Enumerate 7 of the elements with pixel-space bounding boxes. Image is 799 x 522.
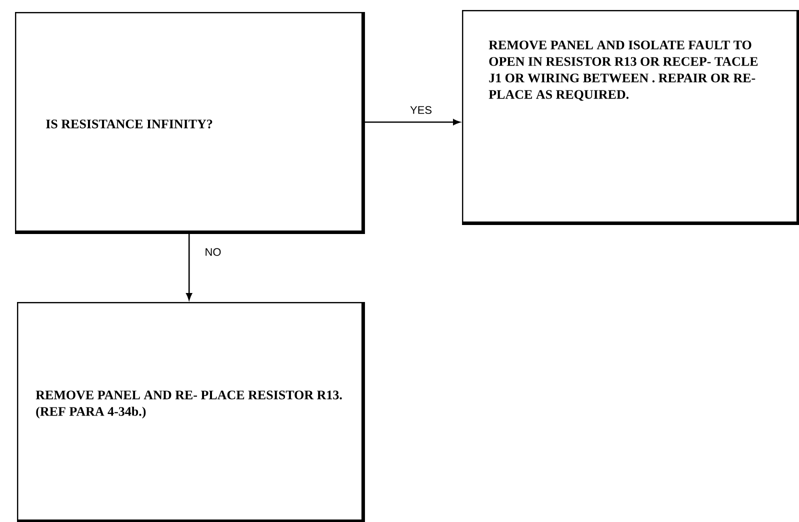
edge-label: NO	[204, 247, 222, 257]
process-box: REMOVE PANEL AND ISOLATE FAULT TO OPEN IN RESISTOR R13 OR RECEP- TACLE J1 OR WIRING BETWEEN . REPAIR OR RE- PLACE AS REQUIRED.	[462, 10, 799, 225]
process-box: REMOVE PANEL AND RE- PLACE RESISTOR R13. (REF PARA 4-34b.)	[17, 302, 365, 522]
edge-label: YES	[409, 105, 434, 115]
arrow	[186, 232, 192, 300]
arrow	[363, 119, 460, 126]
process-box: IS RESISTANCE INFINITY?	[15, 12, 365, 234]
